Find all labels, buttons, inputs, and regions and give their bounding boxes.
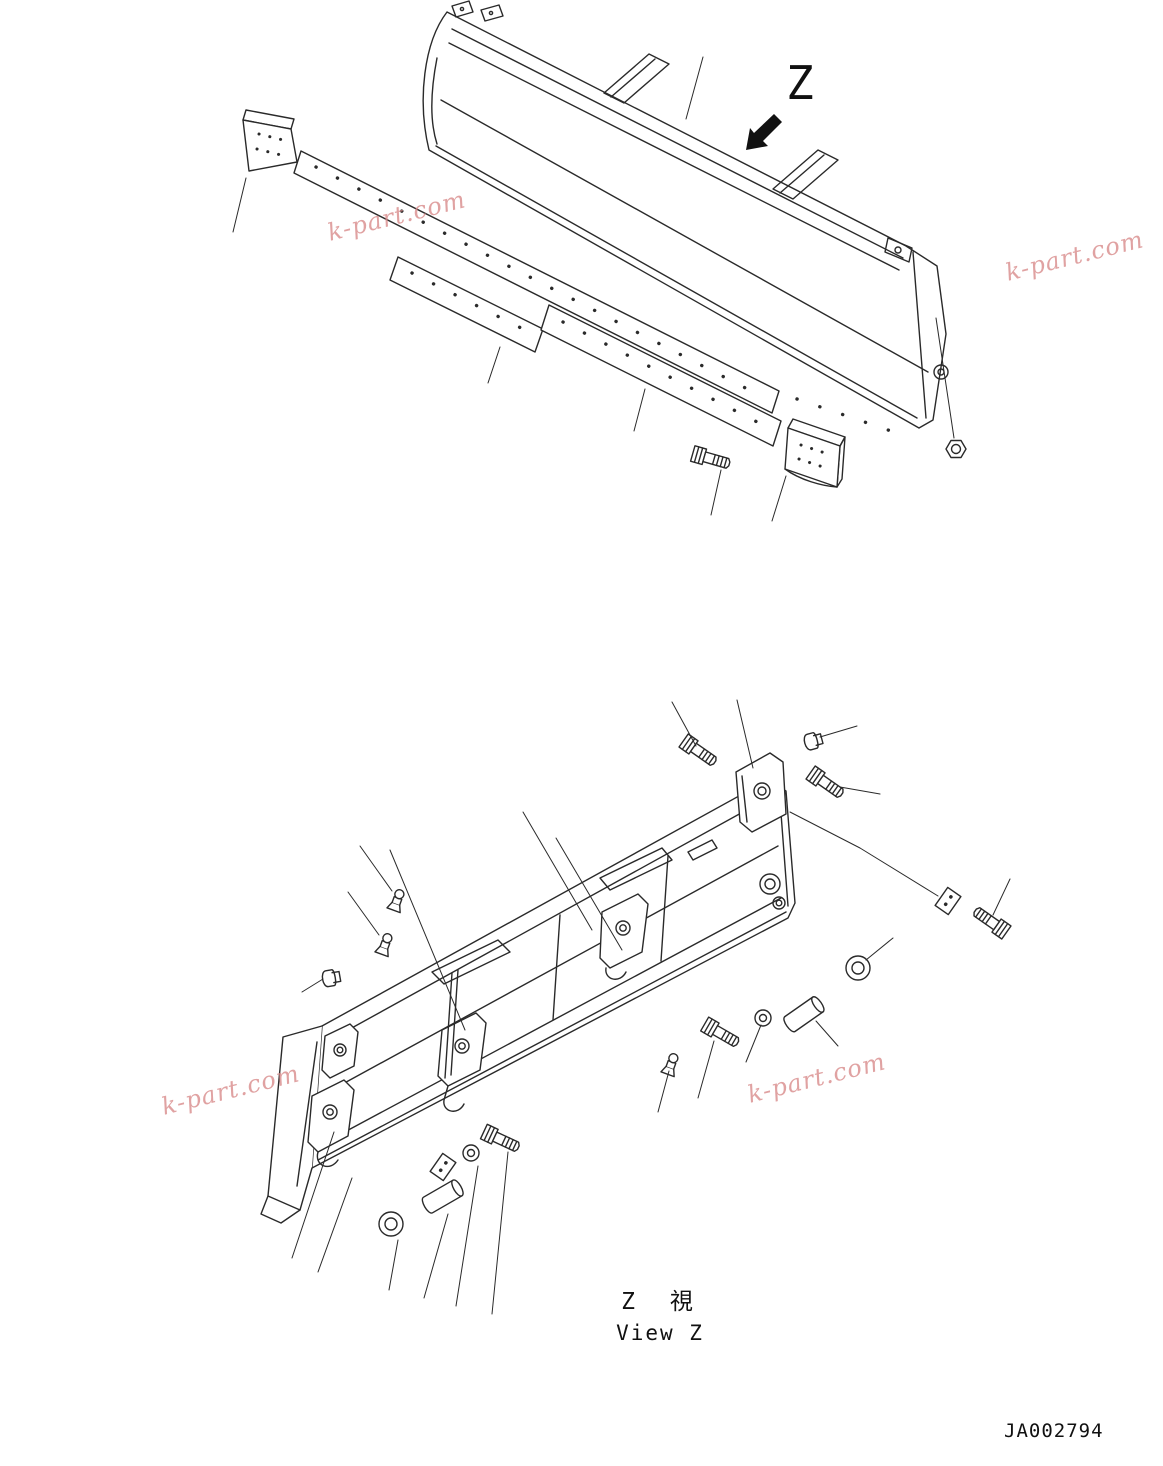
washer-icon [462, 1144, 480, 1162]
bracket-hole-inner [326, 1108, 334, 1116]
bracket-hole-inner [619, 924, 627, 932]
nut-icon [945, 439, 967, 459]
bracket-hole-outer [333, 1043, 347, 1057]
drawing-number: JA002794 [1004, 1420, 1104, 1442]
end-bit-right [784, 418, 846, 488]
bracket-jaw [316, 1151, 339, 1168]
shim-plate-icon [934, 886, 962, 916]
bracket-top-right [735, 752, 787, 833]
top-right-bracket-hole [894, 246, 902, 254]
moldboard-top-rail-lines [448, 28, 904, 271]
end-bit-left-holes [255, 132, 285, 157]
bracket-body [321, 1023, 359, 1079]
view-caption-cjk: Z 視 [621, 1289, 699, 1315]
end-bit-right-curve [784, 468, 838, 488]
bracket-hole-outer [615, 920, 631, 936]
bracket-jaw [605, 967, 627, 980]
bracket-body [735, 752, 787, 833]
moldboard-curl-line [431, 57, 438, 145]
bolt-icon [805, 765, 848, 802]
bushing-icon [378, 1211, 404, 1237]
top-left-bracket-hole [488, 10, 494, 16]
grease-fitting-icon [386, 886, 409, 914]
leader-lines-bottom [291, 699, 1011, 1315]
bracket-body [307, 1079, 355, 1153]
bracket-hole-inner [458, 1042, 466, 1050]
leader-lines-top [232, 56, 955, 522]
figure-view-z [260, 699, 1012, 1315]
bracket-lower-left [307, 1079, 355, 1168]
pin-icon [419, 1177, 466, 1216]
figure-blade-assembly [232, 0, 967, 522]
washer-icon [754, 1009, 772, 1027]
moldboard-face-line [440, 99, 929, 373]
bracket-hole-outer [753, 782, 771, 800]
bolt-icon [699, 1016, 743, 1051]
plug-icon [802, 730, 825, 752]
view-caption: Z 視 View Z [540, 1282, 780, 1345]
push-plate-left [603, 53, 670, 104]
bracket-edge [741, 775, 748, 823]
bracket-jaw [443, 1085, 465, 1112]
bracket-hole-inner [757, 786, 767, 796]
bolt-icon [969, 903, 1012, 940]
push-plate-right [772, 149, 839, 200]
cutting-edge-upper [293, 150, 780, 414]
rear-brace-lines [444, 855, 669, 1079]
bracket-hole-outer [454, 1038, 470, 1054]
pin-icon [781, 994, 827, 1035]
cutting-edge-lower-right [540, 304, 782, 447]
end-bit-left [242, 109, 298, 172]
blade-rear-outline [311, 779, 796, 1169]
hinge-boss-inner [764, 878, 776, 890]
top-right-bracket [884, 237, 913, 263]
bracket-center-right [599, 893, 649, 980]
view-direction-label: Z [786, 56, 814, 110]
rear-rail-lines [317, 795, 787, 1161]
grease-fitting-icon [374, 930, 397, 958]
hinge-boss2-inner [775, 899, 783, 907]
cutting-edge-lower-left [389, 256, 544, 353]
top-left-brackets [451, 0, 504, 22]
end-bit-right-holes [797, 443, 827, 469]
hinge-boss-outer [759, 873, 781, 895]
moldboard-heel-holes [795, 397, 893, 433]
moldboard-right-cap-line [912, 251, 927, 419]
bracket-center-left [437, 1012, 487, 1112]
lift-hole-outer [933, 364, 949, 380]
reinforcement-plates [431, 839, 718, 985]
end-bit-right-face [784, 427, 841, 488]
top-left-bracket-hole [459, 6, 465, 12]
hinge-boss2-outer [772, 896, 786, 910]
moldboard-outline [422, 11, 947, 429]
bolt-icon [678, 733, 721, 770]
bracket-top-left [321, 1023, 359, 1079]
left-end-plate-foot [260, 1195, 301, 1224]
bracket-hole-outer [322, 1104, 338, 1120]
view-direction-arrow [746, 114, 782, 150]
moldboard-bottom-line [435, 145, 918, 419]
end-bit-left-face [242, 119, 298, 172]
bolt-icon [689, 445, 733, 473]
view-caption-en: View Z [616, 1321, 704, 1345]
plug-icon [320, 967, 342, 989]
bolt-icon [479, 1123, 523, 1156]
left-end-plate-inner [296, 1041, 318, 1187]
shim-plate-icon [429, 1152, 457, 1182]
grease-fitting-icon [660, 1050, 683, 1078]
bracket-hole-inner [336, 1046, 344, 1054]
